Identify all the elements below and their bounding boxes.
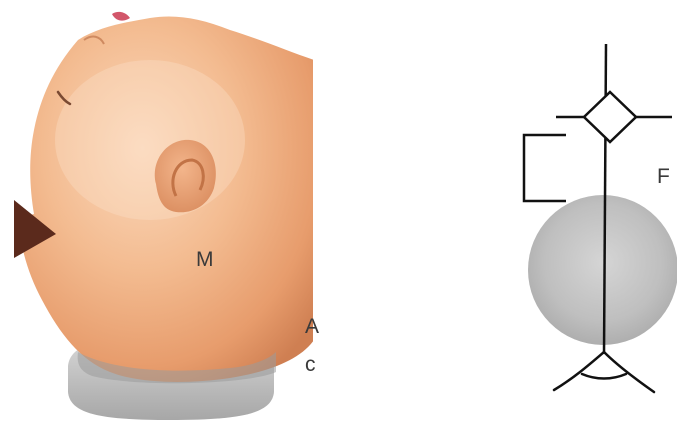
lips: [112, 12, 130, 21]
grey-sphere: [528, 195, 677, 345]
face-highlight: [55, 60, 245, 220]
bracket-icon: [524, 135, 566, 201]
label-a-partial: A: [305, 316, 319, 337]
diamond-node-icon: [584, 92, 636, 142]
schematic-diagram: [524, 44, 677, 392]
label-f: F: [657, 166, 670, 187]
label-m: M: [196, 249, 214, 270]
fork-base-icon: [554, 352, 654, 392]
label-c-partial: c: [305, 354, 316, 375]
infant-head-illustration: [14, 12, 314, 420]
